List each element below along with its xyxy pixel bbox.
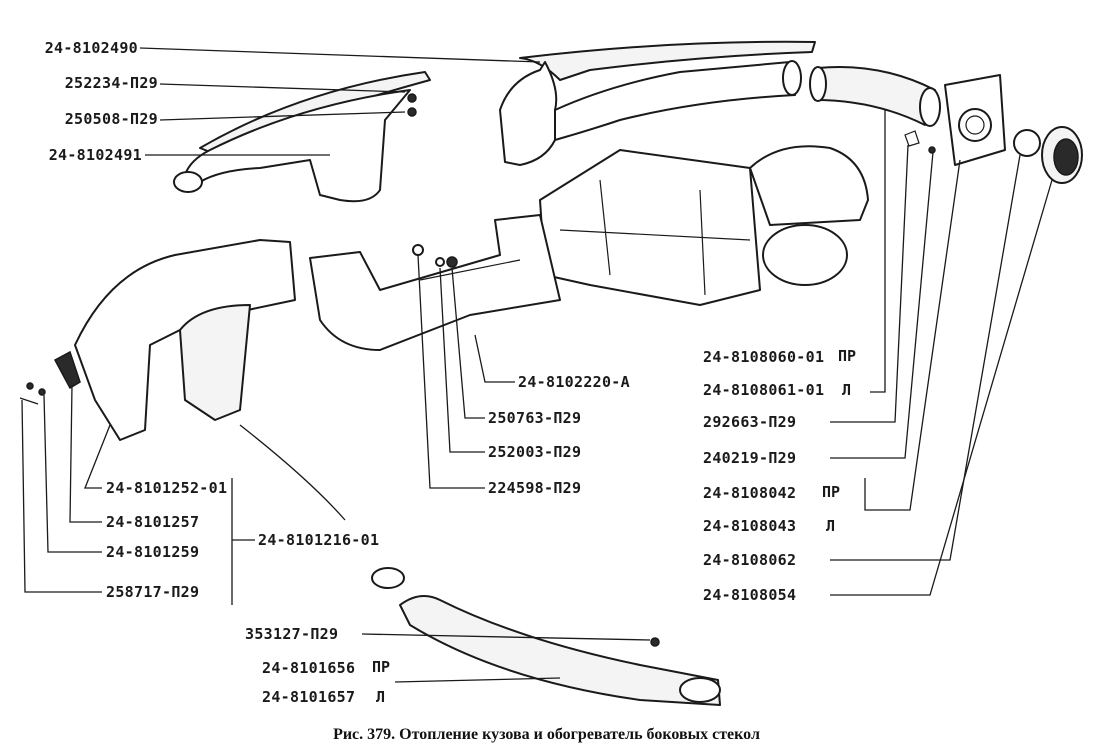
defroster-duct-upper-left — [173, 71, 431, 203]
label-24-8102490: 24-8102490 — [44, 39, 138, 57]
defroster-duct-upper-right — [499, 40, 816, 166]
side-left-1657: Л — [376, 688, 386, 706]
label-252003-p29: 252003-П29 — [488, 443, 582, 461]
label-292663-p29: 292663-П29 — [703, 413, 797, 431]
label-250763-p29: 250763-П29 — [488, 409, 582, 427]
label-24-8101252-01: 24-8101252-01 — [106, 479, 228, 497]
side-left-8061: Л — [842, 381, 852, 399]
flange-plate — [944, 74, 1006, 166]
label-250508-p29: 250508-П29 — [64, 110, 158, 128]
left-ducts — [19, 239, 296, 441]
label-24-8108054: 24-8108054 — [703, 586, 797, 604]
label-24-8108061-01: 24-8108061-01 — [703, 381, 825, 399]
side-right-1656: ПР — [372, 658, 391, 676]
central-duct — [309, 214, 561, 351]
label-24-8108042: 24-8108042 — [703, 484, 797, 502]
leader-lines — [21, 47, 1053, 683]
lower-hose — [371, 567, 721, 706]
label-353127-p29: 353127-П29 — [245, 625, 339, 643]
label-24-8101216-01: 24-8101216-01 — [258, 531, 380, 549]
flexible-hose-right — [809, 65, 941, 127]
label-252234-p29: 252234-П29 — [64, 74, 158, 92]
figure-caption: Рис. 379. Отопление кузова и обогревател… — [333, 726, 760, 743]
label-24-8108060-01: 24-8108060-01 — [703, 348, 825, 366]
label-240219-p29: 240219-П29 — [703, 449, 797, 467]
side-right-8042: ПР — [822, 483, 841, 501]
label-24-8108043: 24-8108043 — [703, 517, 797, 535]
label-24-8102220-a: 24-8102220-А — [518, 373, 630, 391]
label-24-8101257: 24-8101257 — [106, 513, 200, 531]
side-left-8043: Л — [826, 517, 836, 535]
label-24-8101657: 24-8101657 — [262, 688, 356, 706]
label-24-8108062: 24-8108062 — [703, 551, 797, 569]
label-224598-p29: 224598-П29 — [488, 479, 582, 497]
label-24-8102491: 24-8102491 — [48, 146, 142, 164]
ring-and-nozzle — [904, 126, 1083, 184]
label-24-8101259: 24-8101259 — [106, 543, 200, 561]
heater-unit — [539, 145, 869, 306]
label-258717-p29: 258717-П29 — [106, 583, 200, 601]
side-right-8060: ПР — [838, 347, 857, 365]
label-24-8101656: 24-8101656 — [262, 659, 356, 677]
